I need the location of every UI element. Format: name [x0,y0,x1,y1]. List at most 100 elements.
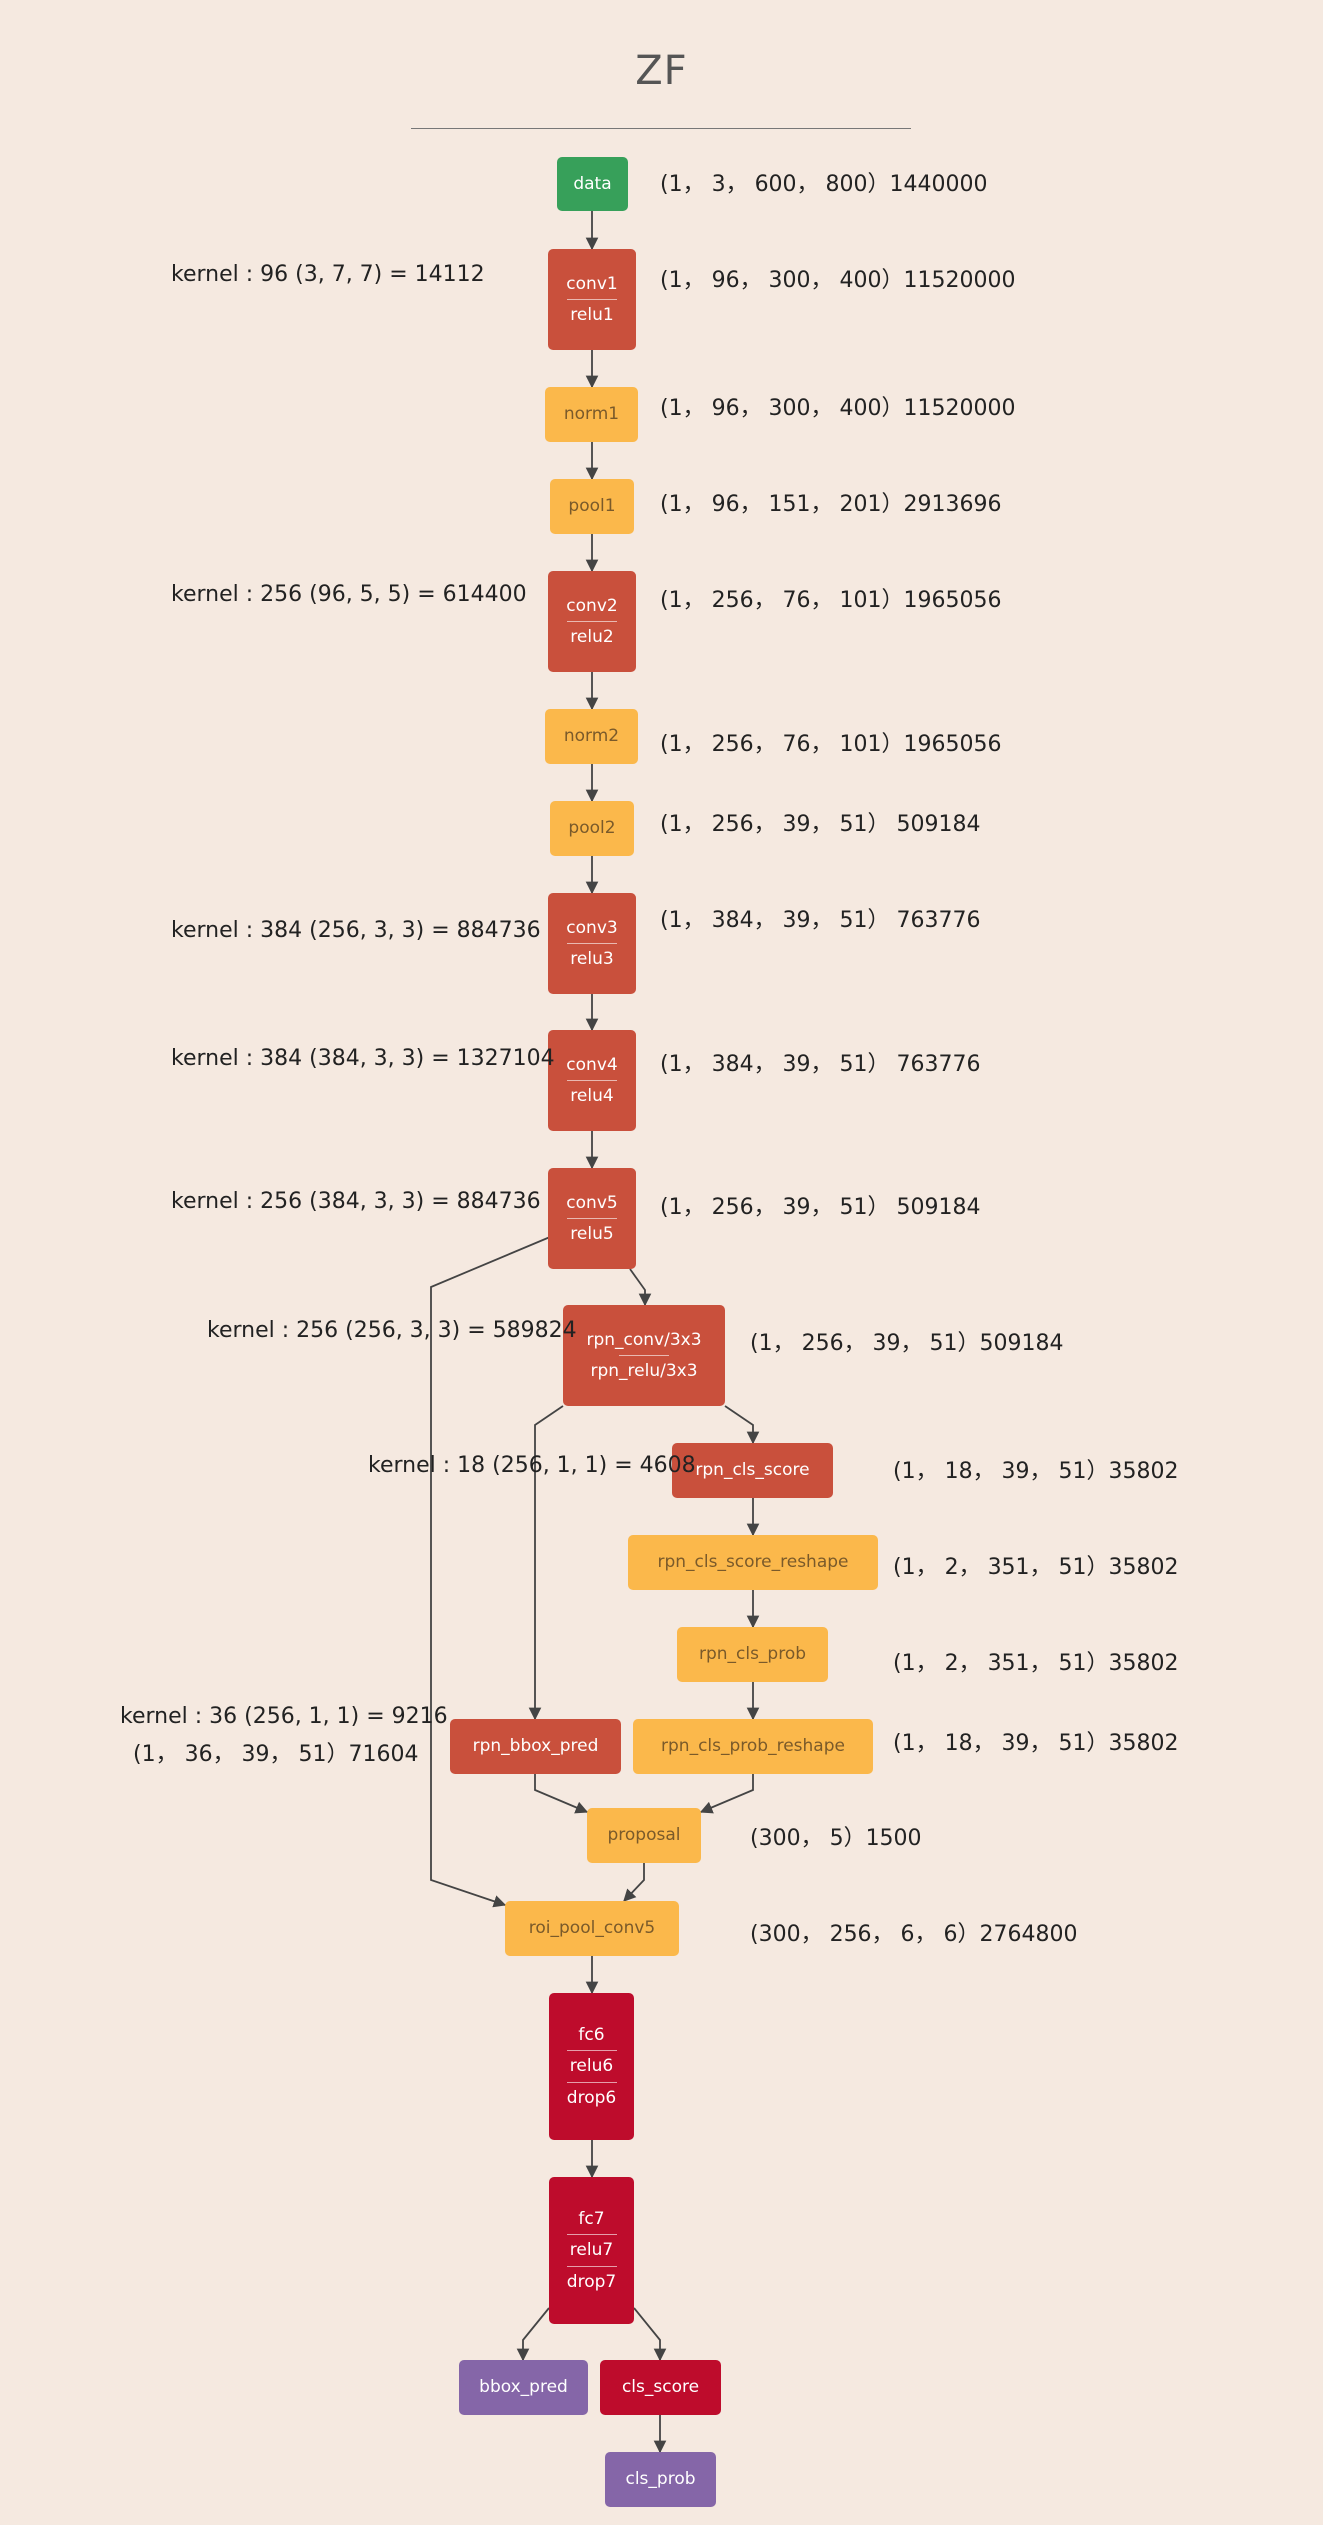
layer-separator [619,1355,669,1356]
layer-name: conv5 [566,1192,618,1213]
layer-name: pool2 [568,818,616,839]
layer-name: fc6 [578,2024,605,2045]
shape-norm2: (1， 256， 76， 101）1965056 [660,732,1002,757]
layer-name: conv1 [566,273,618,294]
layer-separator [566,2265,617,2267]
node-rpn-cls-score: rpn_cls_score [672,1443,833,1498]
shape-conv5: (1， 256， 39， 51） 509184 [660,1195,981,1220]
edge-arrow [699,1774,754,1814]
shape-rpn-cls-score: (1， 18， 39， 51）35802 [893,1459,1179,1484]
shape-conv2: (1， 256， 76， 101）1965056 [660,588,1002,613]
node-fc7: fc7 relu7 drop7 [549,2177,634,2324]
shape-pool1: (1， 96， 151， 201）2913696 [660,492,1002,517]
node-conv1: conv1 relu1 [548,249,636,350]
layer-name: conv2 [566,595,618,616]
layer-name: relu5 [570,1224,614,1244]
layer-name: rpn_relu/3x3 [590,1361,698,1381]
layer-name: relu1 [570,305,614,325]
node-roi-pool-conv5: roi_pool_conv5 [505,1901,679,1956]
node-rpn-cls-score-reshape: rpn_cls_score_reshape [628,1535,878,1590]
node-conv2: conv2 relu2 [548,571,636,672]
shape-rpn-cls-prob-reshape: (1， 18， 39， 51）35802 [893,1731,1179,1756]
diagram-title: ZF [635,48,688,94]
node-data: data [557,157,628,211]
kernel-conv3: kernel : 384 (256, 3, 3) = 884736 [171,918,541,943]
edge-arrow [623,1863,645,1902]
node-pool2: pool2 [550,801,634,856]
shape-conv4: (1， 384， 39， 51） 763776 [660,1052,981,1077]
shape-conv1: (1， 96， 300， 400）11520000 [660,268,1016,293]
layer-separator [566,2081,617,2083]
layer-separator [566,2234,617,2236]
layer-name: norm1 [563,404,620,425]
layer-name: drop6 [566,2087,617,2108]
edge-arrow [629,1268,652,1307]
node-norm1: norm1 [545,387,638,442]
layer-name: norm2 [563,726,620,747]
layer-name: data [573,173,612,194]
shape-roi-pool-conv5: (300， 256， 6， 6）2764800 [750,1922,1078,1947]
title-underline [411,128,911,129]
kernel-rpn-cls-score: kernel : 18 (256, 1, 1) = 4608 [368,1453,696,1478]
edge-arrow [534,1774,589,1814]
shape-data: (1， 3， 600， 800）1440000 [660,172,988,197]
layer-name: rpn_conv/3x3 [586,1329,702,1350]
layer-separator [567,943,617,944]
layer-name: rpn_cls_prob [698,1644,807,1665]
layer-name: drop7 [566,2271,617,2292]
shape-pool2: (1， 256， 39， 51） 509184 [660,812,981,837]
node-rpn-conv: rpn_conv/3x3 rpn_relu/3x3 [563,1305,725,1406]
layer-name: relu3 [570,949,614,969]
edge-arrow [516,2307,550,2362]
layer-name: rpn_bbox_pred [472,1736,599,1757]
kernel-rpn-bbox-pred: kernel : 36 (256, 1, 1) = 9216 [120,1704,448,1729]
layer-separator [567,1218,617,1219]
shape-conv3: (1， 384， 39， 51） 763776 [660,908,981,933]
layer-name: rpn_cls_score [695,1460,810,1481]
node-rpn-cls-prob: rpn_cls_prob [677,1627,828,1682]
node-conv4: conv4 relu4 [548,1030,636,1131]
layer-name: fc7 [578,2208,605,2229]
layer-separator [566,2050,617,2052]
layer-name: bbox_pred [479,2377,568,2398]
layer-name: relu7 [569,2240,614,2261]
layer-name: roi_pool_conv5 [528,1918,656,1939]
node-conv3: conv3 relu3 [548,893,636,994]
layer-name: rpn_cls_prob_reshape [661,1736,845,1757]
layer-name: cls_score [621,2377,700,2398]
layer-name: proposal [607,1825,681,1846]
shape-proposal: (300， 5）1500 [750,1826,922,1851]
layer-name: relu6 [569,2056,614,2077]
layer-separator [567,621,617,622]
edge-arrow [633,2307,667,2362]
node-rpn-cls-prob-reshape: rpn_cls_prob_reshape [633,1719,873,1774]
layer-name: relu2 [570,627,614,647]
kernel-conv2: kernel : 256 (96, 5, 5) = 614400 [171,582,527,607]
layer-name: rpn_cls_score_reshape [657,1552,849,1573]
kernel-conv5: kernel : 256 (384, 3, 3) = 884736 [171,1189,541,1214]
node-rpn-bbox-pred: rpn_bbox_pred [450,1719,621,1774]
shape-norm1: (1， 96， 300， 400）11520000 [660,396,1016,421]
shape-rpn-cls-prob: (1， 2， 351， 51）35802 [893,1651,1179,1676]
layer-name: conv4 [566,1054,618,1075]
shape-rpn-cls-score-reshape: (1， 2， 351， 51）35802 [893,1555,1179,1580]
node-fc6: fc6 relu6 drop6 [549,1993,634,2140]
node-cls-prob: cls_prob [605,2452,716,2507]
edge-arrow [430,1236,551,1908]
shape-rpn-conv: (1， 256， 39， 51）509184 [750,1331,1064,1356]
node-norm2: norm2 [545,709,638,764]
kernel-conv1: kernel : 96 (3, 7, 7) = 14112 [171,262,485,287]
node-cls-score: cls_score [600,2360,721,2415]
kernel-rpn-conv: kernel : 256 (256, 3, 3) = 589824 [207,1318,577,1343]
edge-arrow [528,1405,564,1721]
node-pool1: pool1 [550,479,634,534]
node-bbox-pred: bbox_pred [459,2360,588,2415]
shape-rpn-bbox-pred: (1， 36， 39， 51）71604 [133,1742,419,1767]
node-proposal: proposal [587,1808,701,1863]
layer-name: cls_prob [625,2469,696,2490]
kernel-conv4: kernel : 384 (384, 3, 3) = 1327104 [171,1046,555,1071]
layer-name: relu4 [570,1086,614,1106]
layer-name: conv3 [566,917,618,938]
